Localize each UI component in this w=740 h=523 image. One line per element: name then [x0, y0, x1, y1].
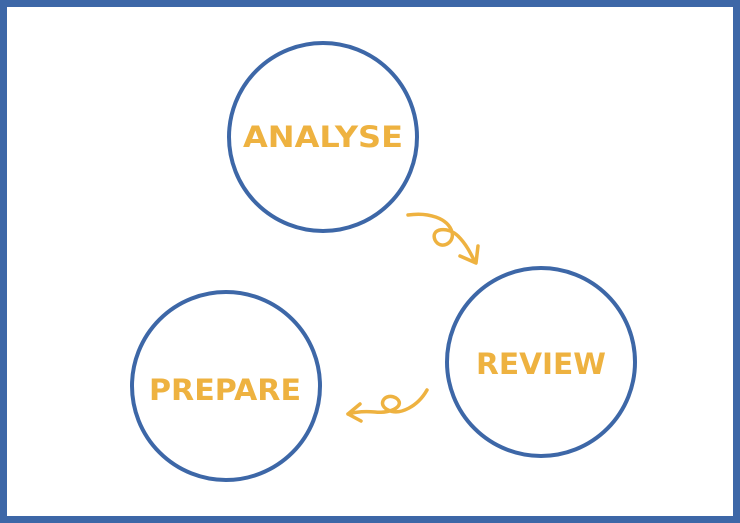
prepare-circle: [130, 290, 322, 482]
node-analyse: ANALYSE: [227, 41, 419, 233]
node-review: REVIEW: [445, 266, 637, 458]
arrow-analyse-to-review-head: [458, 244, 480, 265]
arrow-review-to-prepare-shaft: [346, 388, 429, 416]
arrow-analyse-to-review-shaft: [406, 212, 477, 264]
arrow-analyse-to-review: [406, 212, 480, 265]
arrow-review-to-prepare-head: [346, 402, 363, 423]
analyse-circle: [227, 41, 419, 233]
arrow-review-to-prepare: [346, 388, 429, 423]
node-prepare: PREPARE: [130, 290, 322, 482]
prepare-label: PREPARE: [149, 373, 301, 407]
analyse-label: ANALYSE: [243, 120, 403, 154]
review-circle: [445, 266, 637, 458]
review-label: REVIEW: [476, 347, 606, 381]
